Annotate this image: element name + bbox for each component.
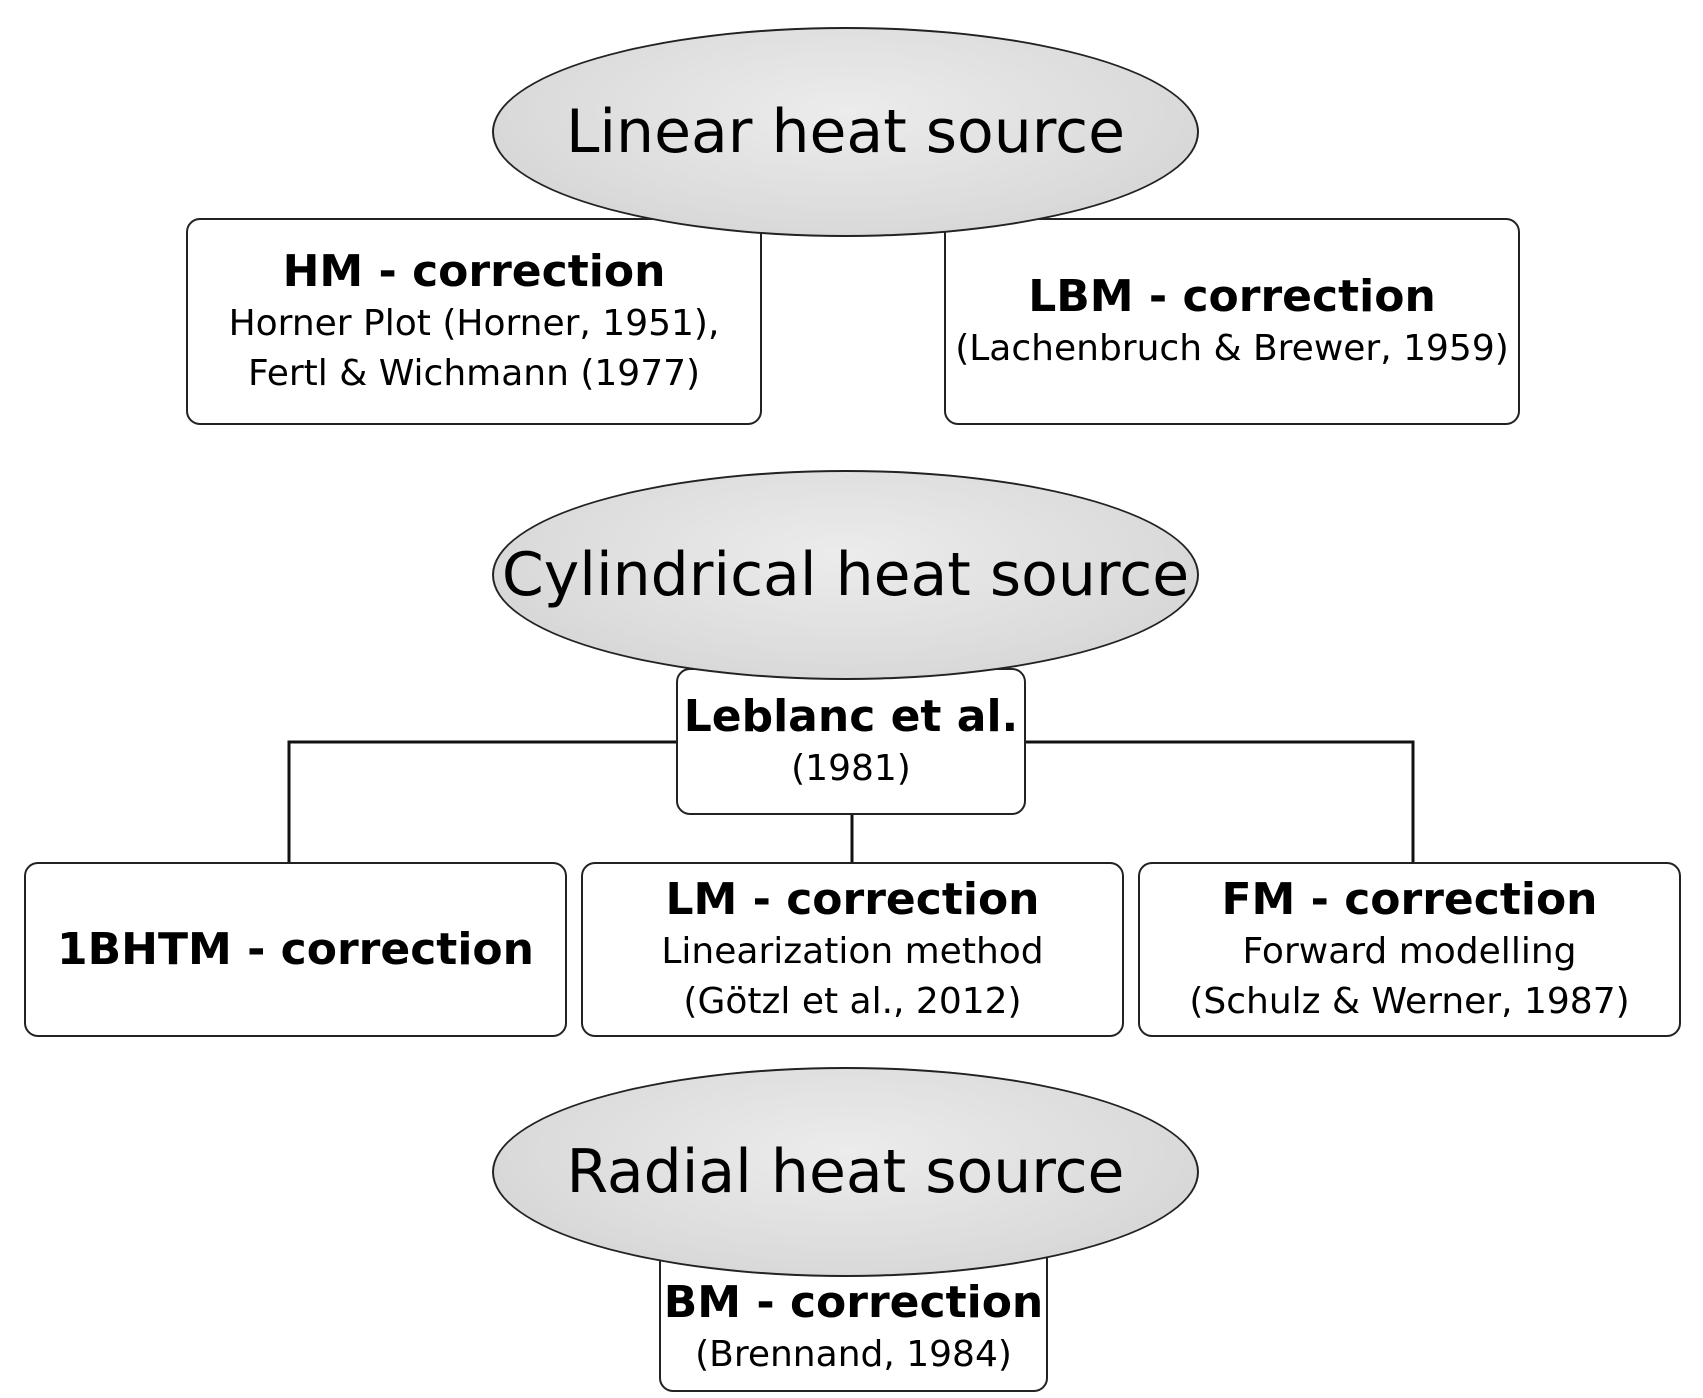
hm-correction-line2: Fertl & Wichmann (1977) xyxy=(247,352,701,394)
cylindrical-heat-source-label: Cylindrical heat source xyxy=(501,540,1190,610)
leblanc-title: Leblanc et al. xyxy=(683,690,1019,742)
lm-correction-title: LM - correction xyxy=(665,873,1040,925)
lm-correction-line1: Linearization method xyxy=(661,930,1044,972)
radial-heat-source-ellipse: Radial heat source xyxy=(492,1067,1199,1277)
lbm-correction-box: LBM - correction (Lachenbruch & Brewer, … xyxy=(944,218,1520,425)
lm-correction-box: LM - correction Linearization method (Gö… xyxy=(581,862,1124,1037)
hm-correction-box: HM - correction Horner Plot (Horner, 195… xyxy=(186,218,762,425)
1bhtm-correction-title: 1BHTM - correction xyxy=(57,923,534,975)
bm-correction-title: BM - correction xyxy=(663,1277,1044,1328)
linear-heat-source-label: Linear heat source xyxy=(565,97,1126,167)
cylindrical-heat-source-ellipse: Cylindrical heat source xyxy=(492,470,1199,680)
hm-correction-title: HM - correction xyxy=(282,245,666,297)
1bhtm-correction-box: 1BHTM - correction xyxy=(24,862,567,1037)
bm-correction-line1: (Brennand, 1984) xyxy=(695,1334,1012,1375)
fm-correction-title: FM - correction xyxy=(1221,873,1598,925)
fm-correction-line2: (Schulz & Werner, 1987) xyxy=(1189,980,1630,1022)
connector-leblanc-to-1bhtm xyxy=(287,740,676,862)
lm-correction-line2: (Götzl et al., 2012) xyxy=(683,980,1022,1022)
radial-heat-source-label: Radial heat source xyxy=(566,1137,1125,1207)
leblanc-box: Leblanc et al. (1981) xyxy=(676,668,1026,815)
linear-heat-source-ellipse: Linear heat source xyxy=(492,27,1199,237)
lbm-correction-title: LBM - correction xyxy=(1028,270,1436,322)
leblanc-year: (1981) xyxy=(791,747,911,789)
fm-correction-line1: Forward modelling xyxy=(1242,930,1577,972)
hm-correction-line1: Horner Plot (Horner, 1951), xyxy=(228,302,720,344)
lbm-correction-line1: (Lachenbruch & Brewer, 1959) xyxy=(955,327,1509,369)
fm-correction-box: FM - correction Forward modelling (Schul… xyxy=(1138,862,1681,1037)
connector-leblanc-to-fm xyxy=(1026,740,1415,862)
